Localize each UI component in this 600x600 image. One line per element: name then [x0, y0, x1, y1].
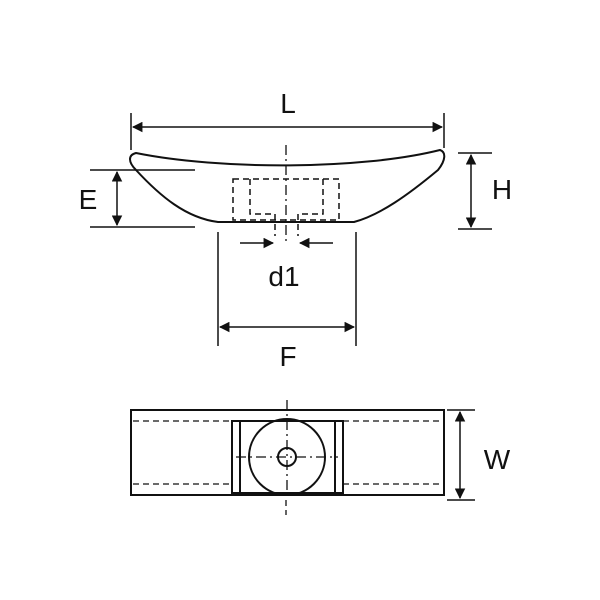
dimension-W	[447, 409, 475, 501]
label-E: E	[79, 184, 98, 215]
label-F: F	[279, 341, 296, 372]
label-H: H	[492, 174, 512, 205]
side-view-outline	[129, 148, 446, 223]
dimension-H	[458, 152, 492, 230]
top-hidden-edges	[133, 420, 442, 515]
label-L: L	[280, 88, 296, 119]
side-view	[129, 145, 446, 245]
dimension-F	[217, 232, 357, 346]
top-view	[130, 400, 445, 515]
dimension-L	[130, 113, 445, 150]
label-d1: d1	[268, 261, 299, 292]
label-W: W	[484, 444, 511, 475]
dimension-E	[90, 169, 195, 228]
